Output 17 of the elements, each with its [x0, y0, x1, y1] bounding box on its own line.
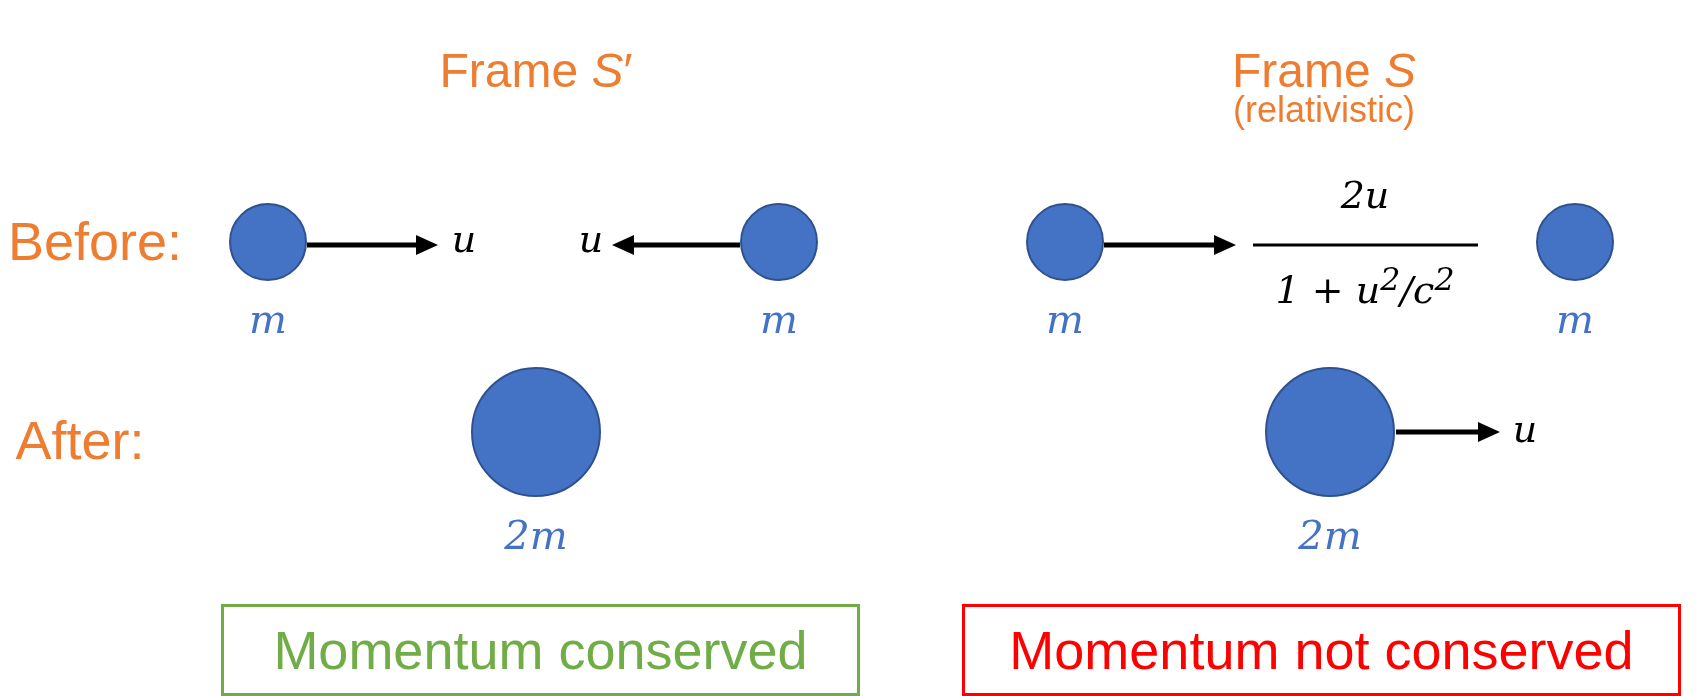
mass-label: 2m [1298, 513, 1362, 557]
row-label: Before: [7, 212, 183, 272]
result-box: Momentum conserved [221, 604, 860, 696]
frame-heading: (relativistic) [1233, 90, 1415, 130]
result-box: Momentum not conserved [962, 604, 1681, 696]
frame-heading: Frame S′ [439, 44, 633, 98]
mass-label: m [1046, 297, 1084, 341]
velocity-label: u [451, 219, 477, 261]
fraction-numerator: 2u [1340, 175, 1390, 217]
mass-label: m [249, 297, 287, 341]
mass-label: m [1556, 297, 1594, 341]
mass-label: 2m [504, 513, 568, 557]
row-label: After: [15, 411, 145, 471]
mass-label: m [760, 297, 798, 341]
velocity-label: u [1512, 409, 1538, 451]
fraction-denominator: 1 + u$^{2}$/c$^{2}$ [1275, 261, 1455, 313]
velocity-label: u [578, 219, 604, 261]
